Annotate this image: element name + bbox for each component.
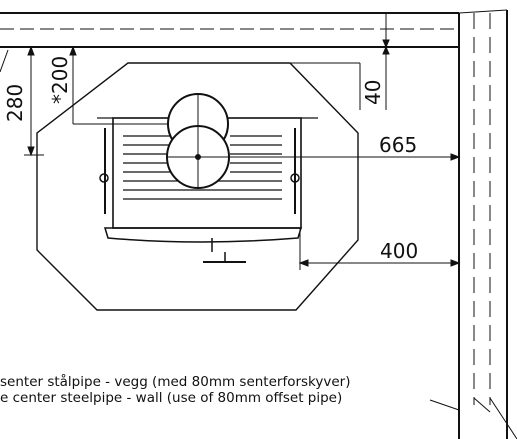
note-english: e center steelpipe - wall (use of 80mm o… bbox=[0, 390, 342, 406]
dimension-label-400: 400 bbox=[380, 239, 418, 263]
stove-grille bbox=[123, 135, 282, 200]
stove bbox=[97, 117, 318, 263]
floor-plate-outline bbox=[36, 62, 359, 311]
dimension-label-280: 280 bbox=[3, 84, 27, 122]
dimension-lines bbox=[0, 13, 461, 270]
wall bbox=[458, 9, 517, 439]
dimension-label-40: 40 bbox=[361, 80, 385, 105]
note-norwegian: senter stålpipe - vegg (med 80mm senterf… bbox=[0, 373, 351, 390]
ceiling bbox=[0, 12, 459, 48]
note-leader-line bbox=[429, 399, 460, 411]
dimension-label-200: *200 bbox=[48, 56, 72, 104]
dimension-label-665: 665 bbox=[379, 133, 417, 157]
flue-pipes bbox=[166, 93, 230, 189]
